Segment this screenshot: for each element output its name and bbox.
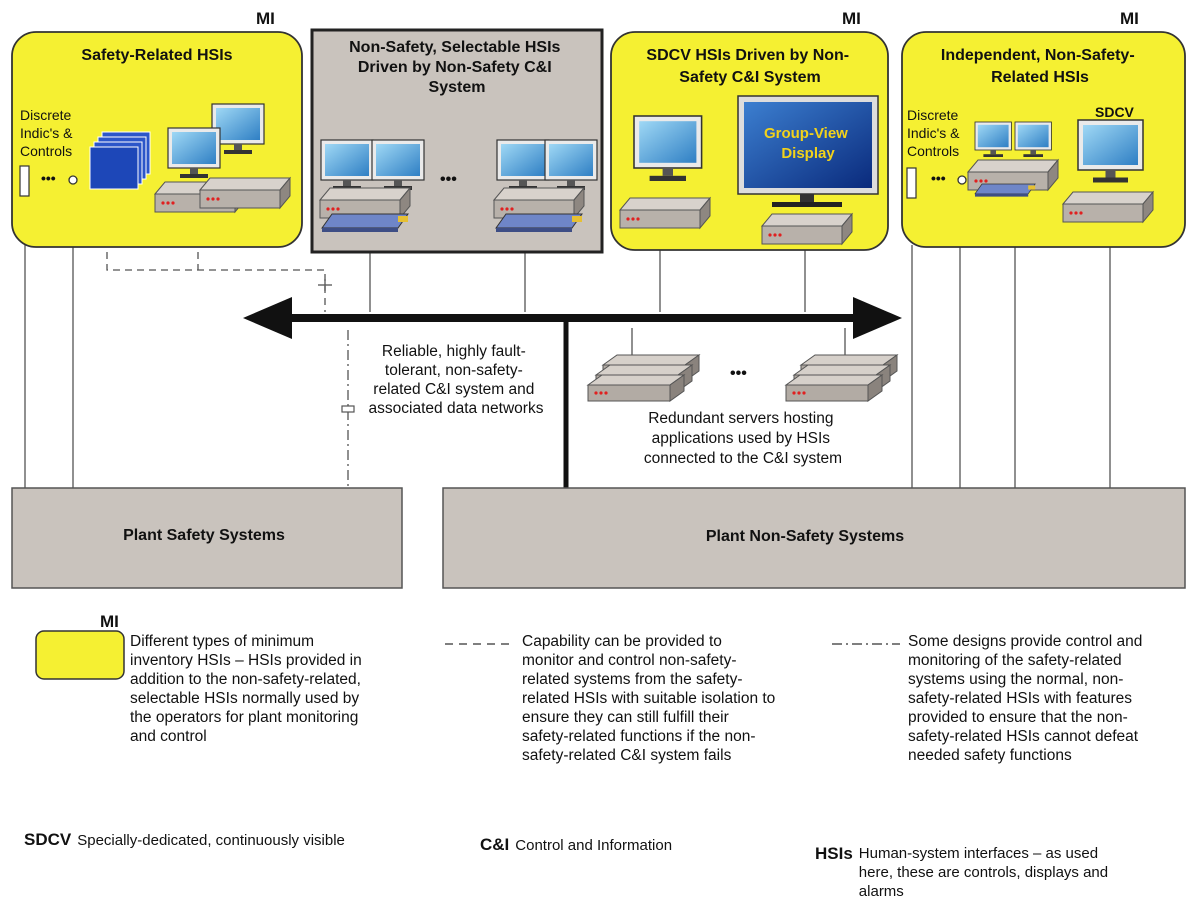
non-safety-selectable-title: Non-Safety, Selectable HSIs Driven by No… (349, 39, 565, 96)
computer-unit-icon (319, 187, 411, 219)
plant-non-safety-systems-box (442, 487, 1186, 589)
computer-unit-icon (619, 197, 711, 229)
legend-dash-dot-description: Some designs provide control and monitor… (908, 633, 1143, 764)
plant-safety-systems-box (11, 487, 403, 589)
abbr-sdcv-definition: Specially-dedicated, continuously visibl… (77, 832, 345, 849)
ellipsis-safety: ••• (41, 170, 56, 186)
sdcv-driven-title: SDCV HSIs Driven by Non- Safety C&I Syst… (646, 47, 853, 86)
keyboard-icon (974, 183, 1036, 197)
isolation-marker-bottom (341, 405, 355, 413)
network-label: Reliable, highly fault- tolerant, non-sa… (369, 343, 544, 417)
abbr-ci: C&I Control and Information (480, 835, 672, 855)
sdcv-monitor-label: SDCV (1095, 104, 1135, 120)
abbr-sdcv: SDCV Specially-dedicated, continuously vi… (24, 830, 345, 850)
ellipsis-independent: ••• (931, 170, 946, 186)
plant-non-safety-systems-label: Plant Non-Safety Systems (706, 528, 904, 545)
computer-unit-icon (493, 187, 585, 219)
ellipsis-servers: ••• (730, 365, 747, 382)
data-network-arrow (243, 297, 902, 339)
safety-related-title: Safety-Related HSIs (81, 47, 232, 64)
discrete-indicator-icon (906, 167, 917, 199)
panel-stack-icon (89, 131, 151, 190)
ellipsis-selectable: ••• (440, 171, 457, 188)
group-view-display-label: Group-View Display (764, 125, 852, 162)
connection-lines (24, 245, 1111, 488)
computer-unit-icon (761, 213, 853, 245)
keyboard-icon (495, 213, 583, 233)
computer-unit-icon (1062, 191, 1154, 223)
plant-safety-systems-label: Plant Safety Systems (123, 527, 285, 544)
legend-mi-swatch (35, 630, 125, 680)
legend-mi-description: Different types of minimum inventory HSI… (130, 633, 362, 745)
discrete-controls-label-independent: Discrete Indic's & Controls (907, 107, 963, 159)
servers-label: Redundant servers hosting applications u… (644, 410, 842, 467)
mi-tag-sdcv: MI (842, 9, 861, 28)
redundant-servers-right (785, 354, 898, 402)
independent-title: Independent, Non-Safety- Related HSIs (941, 47, 1139, 86)
abbr-hsis: HSIs Human-system interfaces – as used he… (815, 844, 1108, 901)
abbr-hsis-definition: Human-system interfaces – as used here, … (858, 845, 1109, 900)
group-view-display-icon (737, 95, 879, 207)
computer-unit-icon (199, 177, 291, 209)
mi-tag-safety: MI (256, 9, 275, 28)
redundant-servers-left (587, 354, 700, 402)
mi-tag-independent: MI (1120, 9, 1139, 28)
abbr-ci-term: C&I (480, 835, 510, 854)
legend-dashed-description: Capability can be provided to monitor an… (522, 633, 776, 764)
control-knob-icon (957, 175, 967, 185)
discrete-indicator-icon (19, 165, 30, 197)
discrete-controls-label-safety: Discrete Indic's & Controls (20, 107, 76, 159)
abbr-hsis-term: HSIs (815, 844, 853, 863)
control-knob-icon (68, 175, 78, 185)
abbr-sdcv-term: SDCV (24, 830, 72, 849)
keyboard-icon (321, 213, 409, 233)
legend-mi-tag: MI (100, 612, 119, 631)
abbr-ci-definition: Control and Information (515, 837, 673, 854)
isolation-marker-top (318, 279, 332, 291)
